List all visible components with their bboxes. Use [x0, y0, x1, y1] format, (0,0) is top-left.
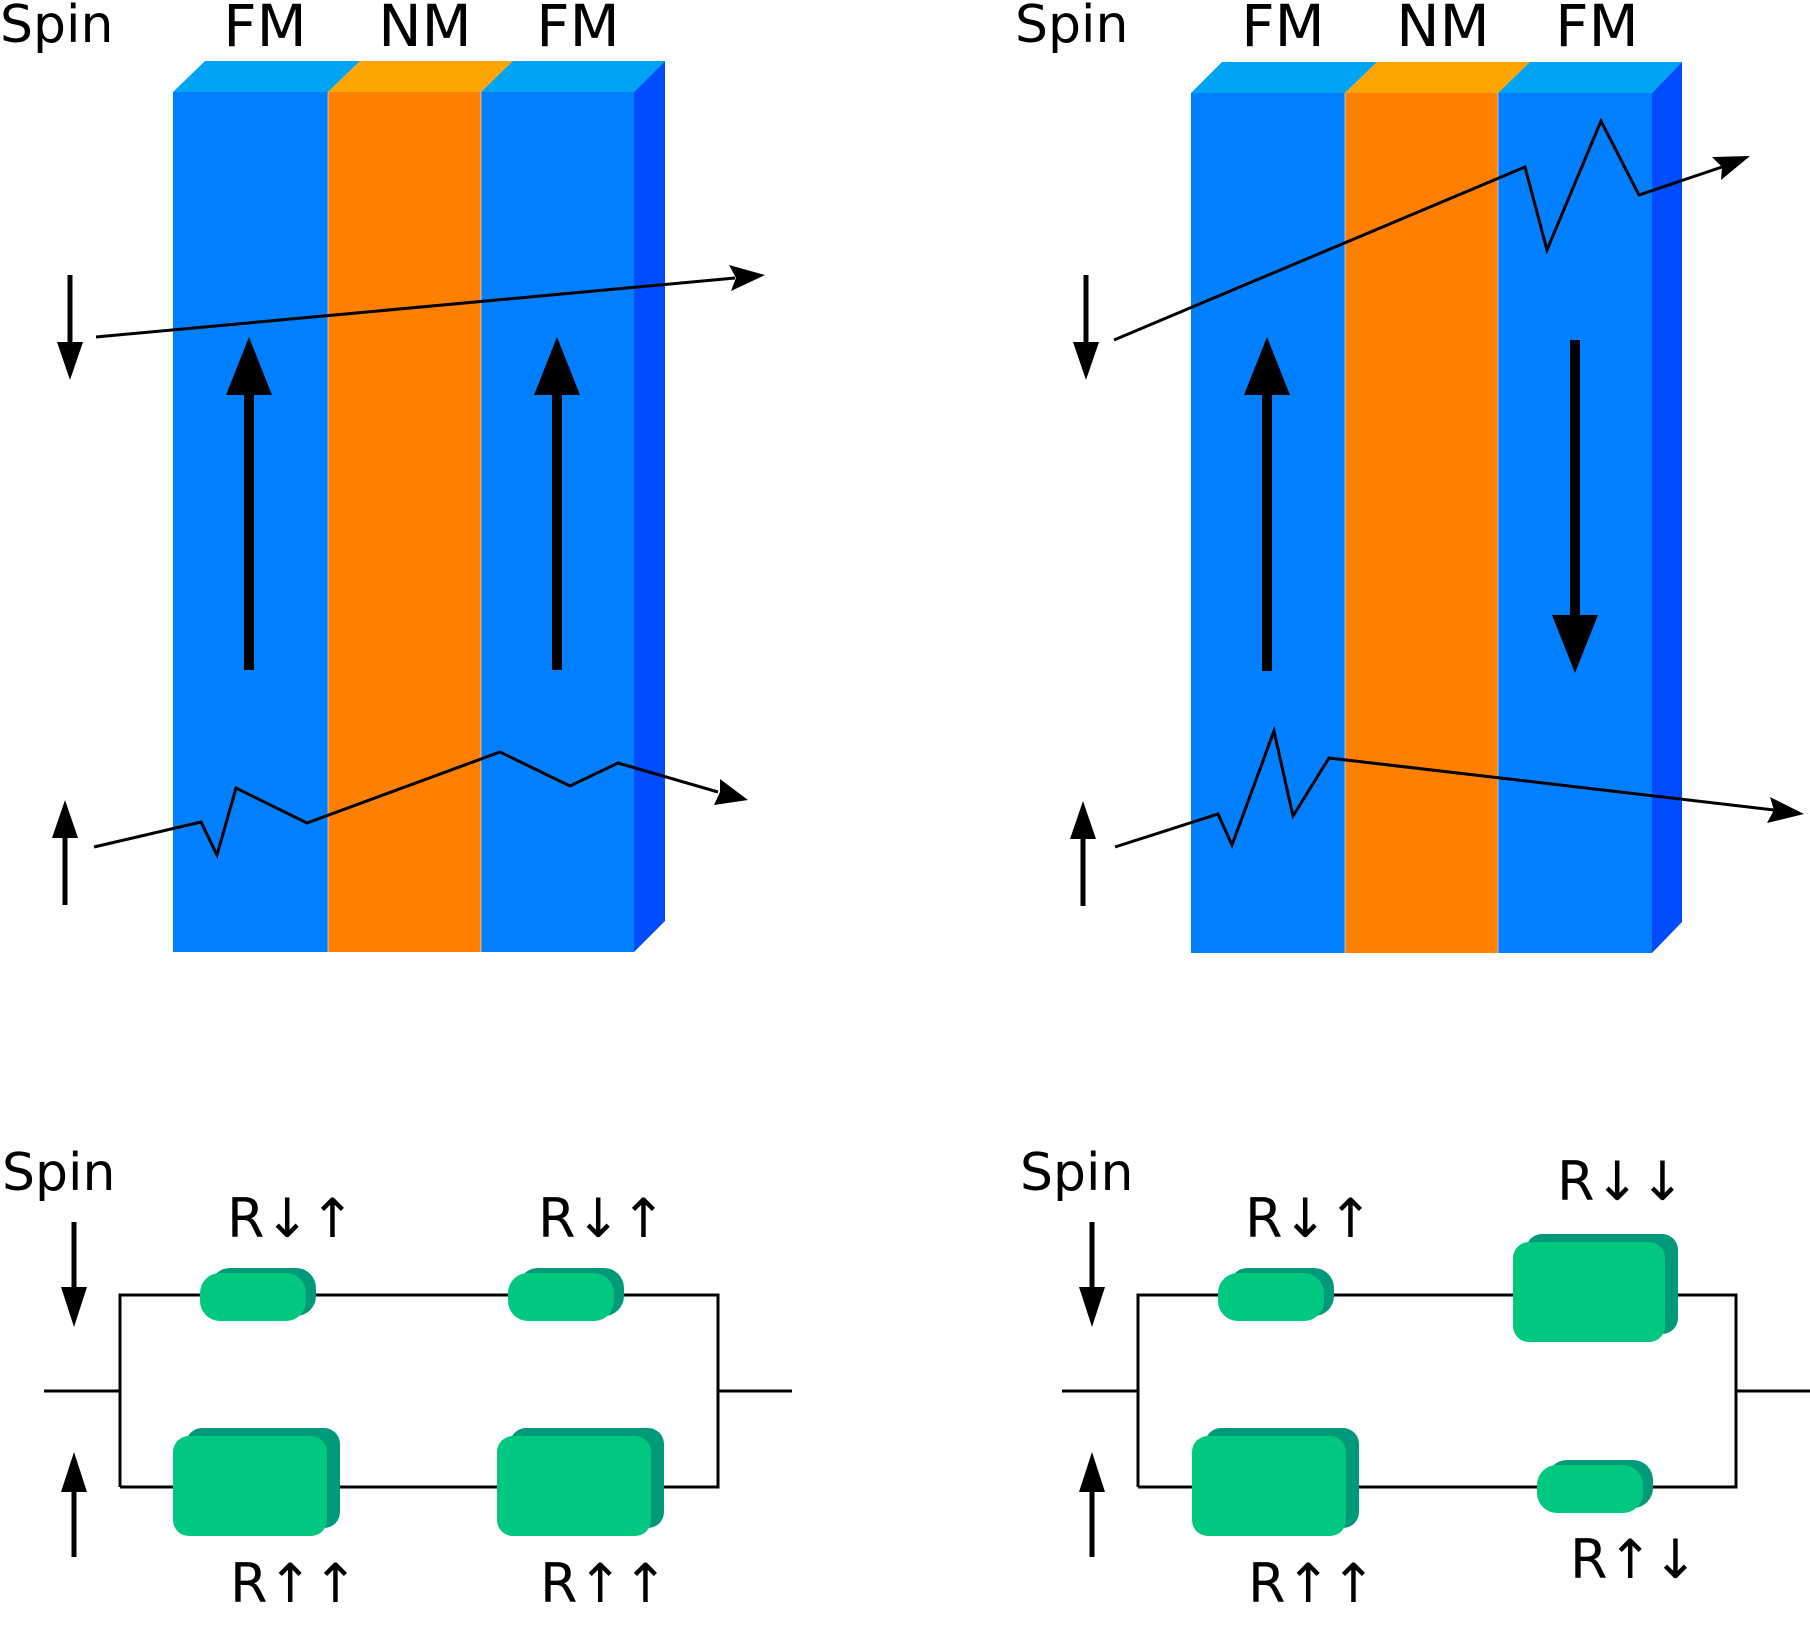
nm-layer-top: [1345, 62, 1530, 93]
magnetization-up-arrow: [226, 337, 272, 670]
fm-layer-top: [1191, 62, 1377, 93]
spin-up-arrow: [1070, 801, 1096, 906]
circuit-wires: [1062, 1293, 1810, 1489]
nm-layer: [328, 92, 481, 952]
resistance-label: R↓↑: [1245, 1187, 1373, 1250]
resistor-small: [1537, 1460, 1653, 1513]
resistance-label: R↓↑: [538, 1187, 666, 1250]
resistor-large: [1513, 1234, 1678, 1342]
fm-layer-top: [481, 61, 665, 92]
resistance-label: R↓↓: [1557, 1150, 1685, 1213]
resistance-label: R↑↑: [540, 1552, 668, 1615]
fm-layer-top: [1498, 62, 1682, 93]
layer-label-nm: NM: [378, 0, 471, 60]
fm-layer-side: [1652, 62, 1682, 953]
electron-path-spin-down: [1113, 117, 1750, 342]
resistor-small: [200, 1268, 316, 1321]
resistance-label: R↑↓: [1570, 1528, 1698, 1591]
spin-up-arrow: [52, 800, 78, 905]
spin-label: Spin: [1020, 1143, 1133, 1203]
circuit-parallel: Spin R↓: [2, 1143, 792, 1615]
panel-antiparallel: Spin FM NM FM: [1015, 0, 1804, 953]
electron-path-spin-down: [95, 265, 765, 339]
resistor-large: [497, 1428, 664, 1536]
resistance-label: R↑↑: [1248, 1552, 1376, 1615]
spin-label: Spin: [1015, 0, 1128, 55]
resistor-large: [1192, 1428, 1359, 1536]
fm-layer-top: [173, 61, 360, 92]
nm-layer: [1345, 93, 1498, 953]
layer-label-fm: FM: [536, 0, 619, 60]
panel-parallel: Spin FM NM FM: [0, 0, 765, 952]
layer-label-fm: FM: [223, 0, 306, 60]
spin-down-arrow: [1079, 1222, 1105, 1327]
layer-label-nm: NM: [1396, 0, 1489, 60]
electron-path-spin-up: [93, 750, 748, 860]
layer-label-fm: FM: [1555, 0, 1638, 60]
resistor-large: [173, 1428, 340, 1536]
magnetization-up-arrow: [534, 337, 580, 670]
spin-down-arrow: [1073, 275, 1099, 380]
spin-label: Spin: [2, 1143, 115, 1203]
circuit-antiparallel: Spin R↓↑ R↓↓: [1020, 1143, 1810, 1615]
resistance-label: R↑↑: [230, 1552, 358, 1615]
resistor-small: [1218, 1268, 1334, 1321]
spin-down-arrow: [61, 1222, 87, 1327]
layer-label-fm: FM: [1241, 0, 1324, 60]
resistor-small: [508, 1268, 624, 1321]
circuit-wires: [44, 1293, 792, 1489]
magnetization-up-arrow: [1244, 337, 1290, 671]
resistance-label: R↓↑: [227, 1187, 355, 1250]
spin-down-arrow: [57, 275, 83, 380]
spin-up-arrow: [61, 1452, 87, 1557]
spin-up-arrow: [1079, 1452, 1105, 1557]
nm-layer-top: [328, 61, 513, 92]
spin-label: Spin: [0, 0, 113, 55]
magnetization-down-arrow: [1552, 340, 1598, 673]
fm-layer-side: [634, 61, 665, 952]
electron-path-spin-up: [1114, 725, 1804, 849]
